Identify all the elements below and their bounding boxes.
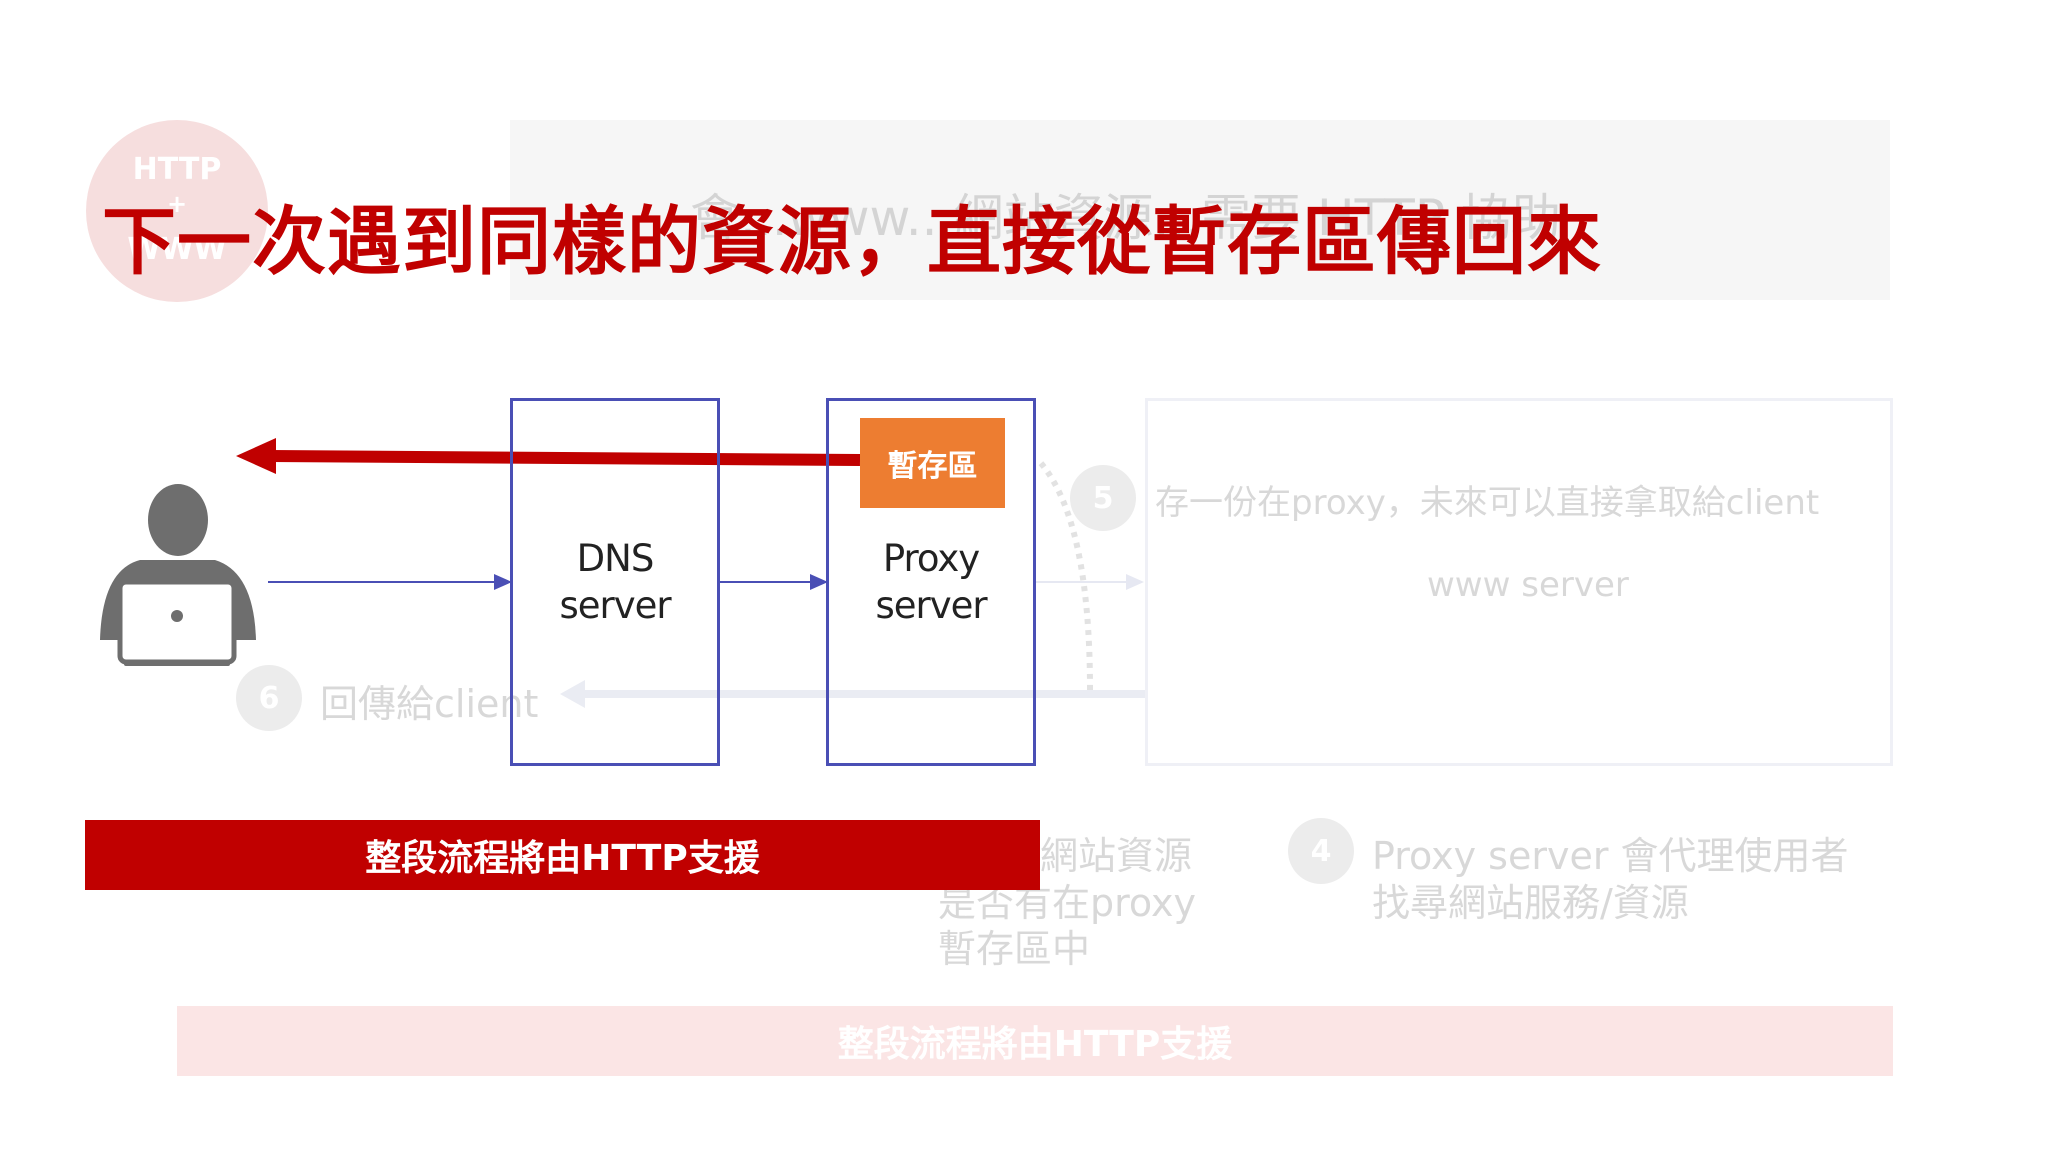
step-5-text: 存一份在proxy，未來可以直接拿取給client — [1155, 483, 1820, 523]
step-4-line2: 找尋網站服務/資源 — [1372, 881, 1689, 925]
www-server-label: www server — [1427, 565, 1629, 605]
http-www-logo — [86, 120, 268, 302]
dns-label-line2: server — [559, 584, 671, 627]
logo-line3: WWW — [127, 232, 227, 267]
http-support-banner: 整段流程將由HTTP支援 — [85, 820, 1040, 890]
proxy-label-line2: server — [875, 584, 987, 627]
logo-line1: HTTP — [132, 152, 222, 187]
user-icon — [100, 484, 256, 666]
ghost-title-text: 會...www...網站資源...需要 HTTP 協助 — [690, 189, 1561, 247]
logo-line2: + — [166, 190, 188, 218]
step-5-badge: 5 — [1070, 465, 1136, 531]
ghost-cache-curve — [1037, 460, 1093, 691]
www-server-box — [1145, 398, 1893, 766]
dns-server-box — [510, 398, 720, 766]
step-3-line1: 網站資源 — [1040, 834, 1193, 878]
step-6-badge: 6 — [236, 665, 302, 731]
red-return-arrow — [269, 450, 861, 466]
dns-label-line1: DNS — [576, 537, 655, 580]
page-title: 下一次遇到同樣的資源，直接從暫存區傳回來 — [102, 199, 1602, 285]
cache-box: 暫存區 — [860, 418, 1005, 508]
step-3-line3: 暫存區中 — [938, 927, 1091, 971]
proxy-server-box — [826, 398, 1036, 766]
red-arrowhead-icon — [236, 438, 276, 474]
step-6-text: 回傳給client — [320, 682, 539, 726]
step-4-badge: 4 — [1288, 818, 1354, 884]
step-4-line1: Proxy server 會代理使用者 — [1372, 834, 1849, 878]
ghost-banner: 整段流程將由HTTP支援 — [177, 1006, 1893, 1076]
ghost-title-box — [510, 120, 1890, 300]
proxy-label-line1: Proxy — [882, 537, 980, 580]
